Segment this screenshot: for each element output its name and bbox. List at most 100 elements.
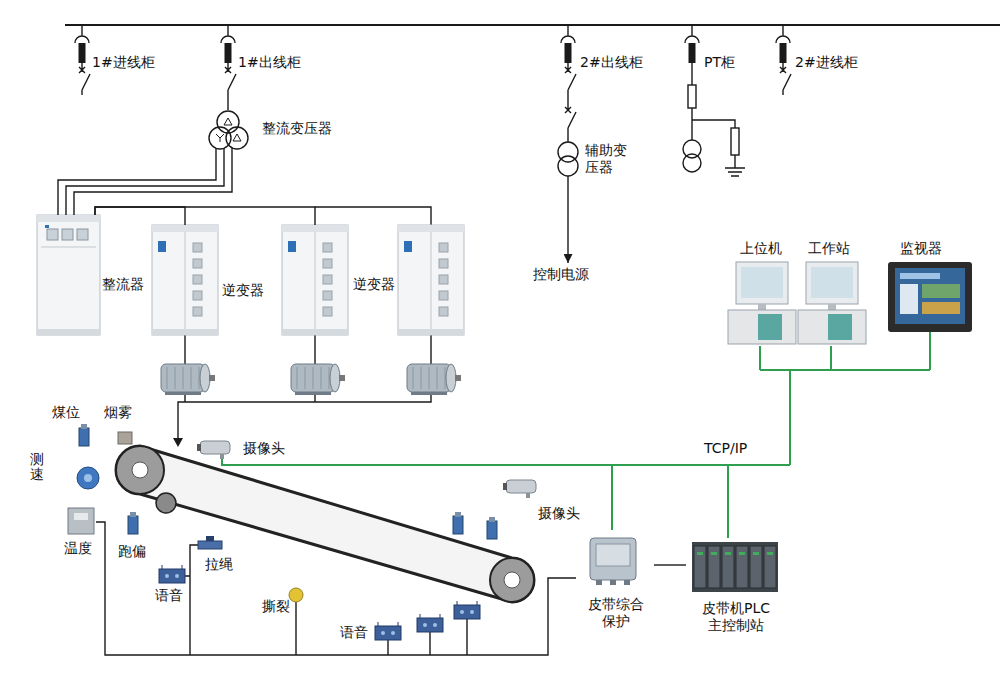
equipment-label: 控制电源 [533,266,589,283]
motor-icon [291,364,345,395]
temperature-sensor-icon [68,508,94,534]
temperature-sensor-body [68,508,94,534]
speed-sensor-hub [84,474,92,482]
resistor-symbol [731,128,739,155]
transformer-coil [226,127,248,149]
motor-fin [313,367,314,389]
sensor-icon [453,512,463,534]
breaker-line [561,25,576,130]
plc-module [736,546,748,588]
voice-box-icon [454,601,480,619]
cabinet-vent [323,275,332,284]
breaker-body [780,43,787,63]
speed-sensor-body [77,467,99,489]
door-split [185,232,186,329]
plc-led [753,552,759,555]
motor-fin [297,367,298,389]
sensor-cap [489,517,495,522]
motor-fin [183,367,184,389]
motor-fin [191,367,192,389]
equipment-node: 逆变器 [152,225,266,335]
equipment-label: 皮带综合保护 [582,596,650,630]
equipment-label: 摄像头 [243,440,285,457]
equipment-node: 1#出线柜 [216,30,306,95]
equipment-node: 2#出线柜 [556,30,646,130]
pulley-hub [504,572,520,588]
sensor-body [128,516,138,534]
conveyor-belt [116,446,534,602]
protector-lid [596,544,630,566]
cabinet-body [37,215,100,335]
protector-icon [590,538,636,585]
case-panel [758,314,782,340]
sensor-wiring [96,522,576,655]
cabinet-vent [323,291,332,300]
speed-sensor-icon [77,467,99,489]
equipment-node: 2#进线柜 [771,30,861,95]
equipment-label: PT柜 [704,54,735,71]
motor-fin [437,367,438,389]
sensor-cap [130,512,136,517]
door-split [431,232,432,329]
plc-module [750,546,762,588]
cabinet-icon [152,225,218,335]
sensor-icon [128,512,138,534]
camera-bracket [526,493,530,498]
voice-box-dot [381,631,385,635]
cabinet-plinth [398,329,464,335]
cabinet-body [398,225,464,335]
voice-box-dot [165,574,169,578]
sensor-label: 烟雾 [104,404,132,421]
cabinet-seam [41,247,96,248]
motor-fin [429,367,430,389]
sensor-label: 温度 [64,540,92,557]
connector [567,130,568,138]
fuse-symbol [688,85,696,108]
equipment-label: 皮带机PLC主控制站 [698,600,774,634]
motor-fin [167,367,168,389]
voice-box-body [454,605,480,619]
voice-box-ear [398,622,399,626]
breaker-line [75,25,90,95]
voice-box-dot [460,610,464,614]
equipment-node: 辅助变压器 [556,138,636,186]
plc-rack [692,542,778,592]
sensor-cap [81,424,87,429]
equipment-node: 整流器 [37,215,150,335]
pull-rope-head [206,536,214,541]
motor-shaft [209,375,215,381]
cabinet-display [288,241,296,252]
cabinet-top [282,225,348,232]
sensor-cap [455,512,461,517]
equipment-label: 上位机 [740,240,782,257]
plc-module [764,546,776,588]
drive-arrowhead [173,438,183,447]
cabinet-vent [323,259,332,268]
cabinet-vent [323,243,332,252]
cabinet-icon [282,225,348,335]
cabinet-vent [439,243,448,252]
breaker-body [565,43,572,63]
breaker-symbol [685,25,699,63]
tail-pulley [490,558,534,602]
pt-transformer-coil [683,140,701,158]
breaker-line [685,25,699,43]
equipment-label: 2#出线柜 [580,54,643,71]
breaker-symbol [561,25,576,130]
pt-transformer-coil [683,154,701,172]
monitor-icon [888,262,972,332]
equipment-label: 逆变器 [353,276,395,293]
voice-box-body [417,618,443,632]
equipment-node: 1#进线柜 [70,30,160,95]
voice-box-dot [423,623,427,627]
cable-gland [596,580,602,585]
monitor-neck [828,304,836,310]
cabinet-window [77,229,88,240]
plc-module [708,546,720,588]
camera-icon [197,441,230,459]
cabinet-vent [323,307,332,316]
plc-icon [692,542,778,592]
motor-fin [321,367,322,389]
